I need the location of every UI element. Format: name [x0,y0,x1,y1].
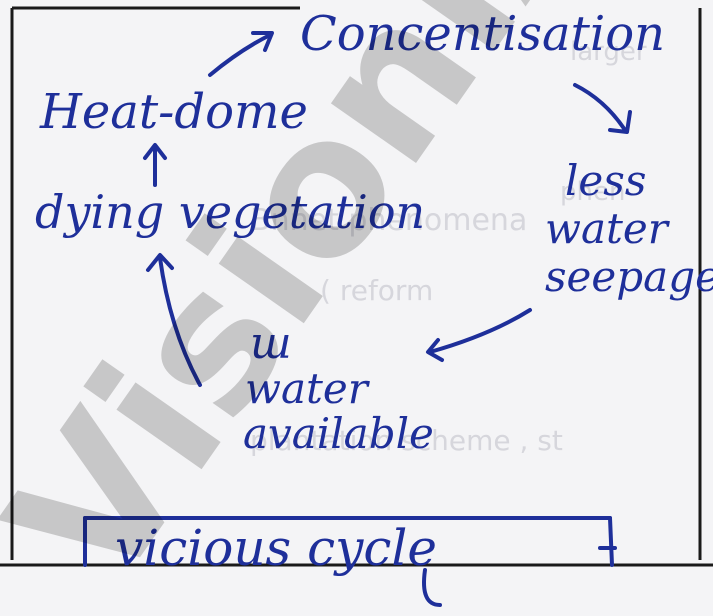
seepage-line-2: water [545,204,671,253]
available-line-2: water [245,364,371,413]
seepage-line-3: seepage [545,252,713,301]
node-less-water-available: ш water available [243,318,434,458]
node-less-water-seepage: less water seepage [545,156,713,301]
vicious-cycle-label: vicious cycle [115,519,437,577]
node-dying-vegetation: dying vegetation [35,185,425,239]
seepage-line-1: less [565,156,646,205]
arrow-seepage-to-available [428,308,532,354]
arrow-heatdome-to-concentration [208,33,272,77]
svg-text:plantation scheme , st: plantation scheme , st [250,424,563,457]
svg-text:Bnnet phenomena: Bnnet phenomena [250,203,527,238]
svg-text:phen: phen [560,177,625,207]
cycle-arrows [143,31,632,387]
arrow-available-to-vegetation [158,256,202,387]
svg-text:larger: larger [570,37,647,67]
available-line-1: ш [250,318,292,369]
vicious-cycle-box: vicious cycle [83,516,617,607]
bleed-through-text: larger phen Bnnet phenomena ( reform pla… [250,37,647,457]
svg-text:( reform: ( reform [320,274,433,307]
arrow-concentration-to-seepage [573,83,627,132]
page-frame [0,6,713,567]
node-concentration: Concentisation [300,6,665,62]
available-line-3: available [243,409,434,458]
node-heat-dome: Heat-dome [39,84,308,140]
